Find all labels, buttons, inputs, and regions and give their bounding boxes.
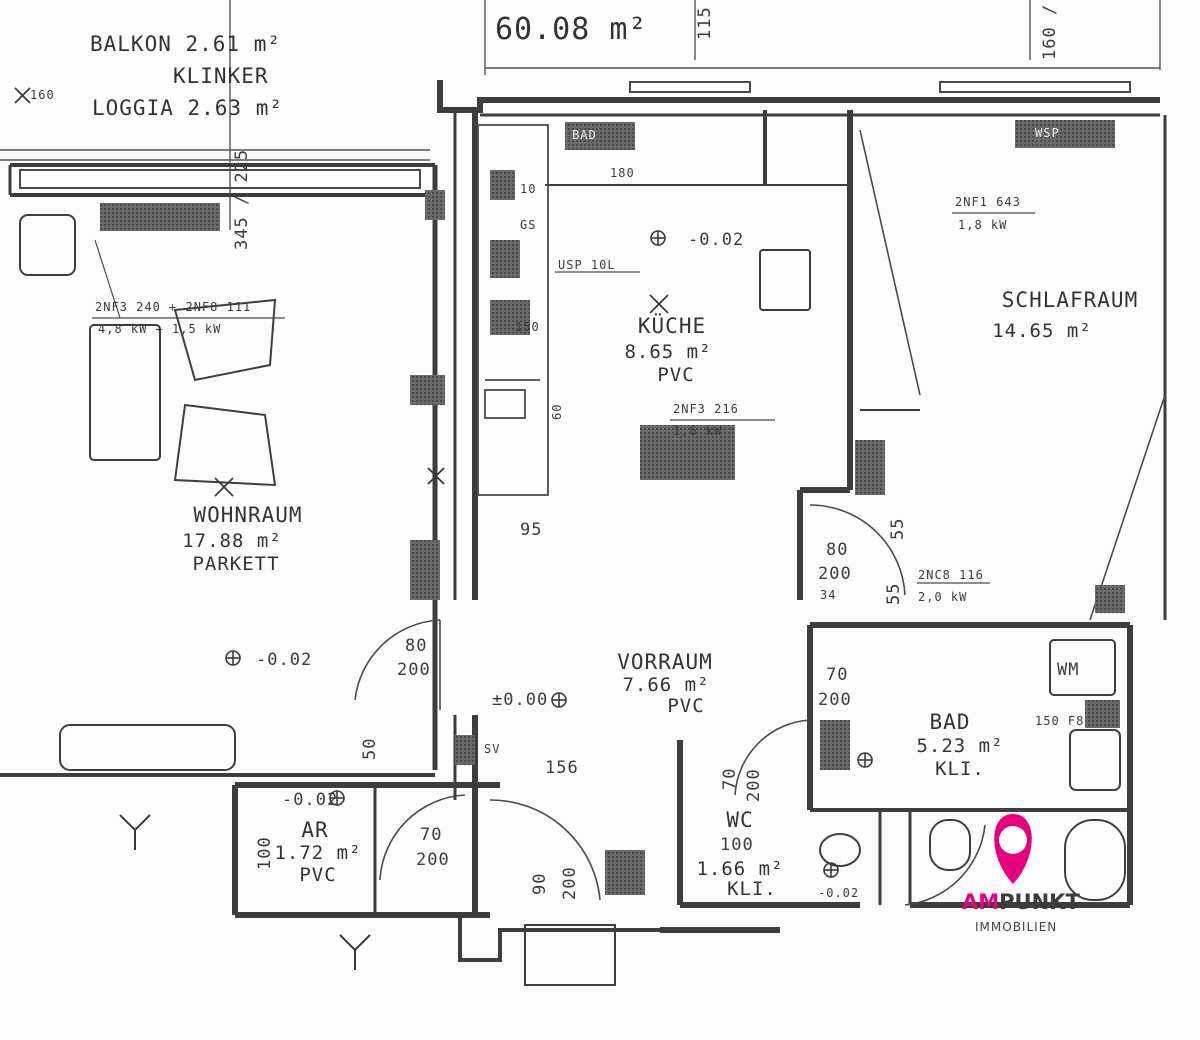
outer-lines <box>0 0 1161 230</box>
bad-floor: KLI. <box>935 758 985 780</box>
ar-floor: PVC <box>299 864 337 886</box>
appliances <box>100 120 1125 895</box>
schlafraum-name: SCHLAFRAUM <box>1001 288 1139 312</box>
ar-area: 1.72 m² <box>274 842 362 864</box>
level-markers <box>225 230 873 878</box>
dim-60: 60 <box>550 403 564 420</box>
dim-10: 10 <box>520 182 537 196</box>
balcony-dim: 345 / 225 <box>232 148 252 250</box>
wc-name: WC <box>726 808 754 832</box>
dim-95: 95 <box>520 520 543 540</box>
dim-90: 90 <box>530 872 550 895</box>
balcony-line-2: KLINKER <box>173 64 269 88</box>
heater-kueche-kw: 1,6 kW <box>673 424 723 438</box>
wohnraum-level: -0.02 <box>256 650 313 670</box>
logo-brand-b: PUNKT <box>999 890 1080 914</box>
vorraum-area: 7.66 m² <box>622 674 710 696</box>
top-dim-1: 115 / <box>695 0 715 40</box>
door-bad-w: 70 <box>826 665 849 685</box>
vorraum-floor: PVC <box>667 695 705 717</box>
bad-name: BAD <box>929 710 971 734</box>
vorraum-name: VORRAUM <box>617 650 713 674</box>
dim-100a: 100 <box>255 836 275 870</box>
usp-label: USP 10L <box>558 258 616 272</box>
wc-level: -0.02 <box>818 886 860 900</box>
schlafraum-area: 14.65 m² <box>992 320 1092 342</box>
door-bad-h: 200 <box>818 690 852 710</box>
door-wr-h: 200 <box>397 660 431 680</box>
door-wc-h: 200 <box>744 768 764 802</box>
door-sr-w: 80 <box>826 540 849 560</box>
door-sr-h: 200 <box>818 564 852 584</box>
kitchen-counter <box>477 124 549 496</box>
logo-wordmark: AMPUNKT <box>962 890 1080 914</box>
dim-156: 156 <box>545 758 579 778</box>
gs-label: GS <box>520 218 537 232</box>
kueche-level: -0.02 <box>688 230 745 250</box>
kueche-floor: PVC <box>657 364 695 386</box>
sv-label: SV <box>484 742 501 756</box>
heater-schlafraum-kw: 1,8 kW <box>958 218 1008 232</box>
vorraum-level: ±0.00 <box>492 690 549 710</box>
logo-subtitle: IMMOBILIEN <box>975 920 1058 934</box>
door-swings <box>354 129 1166 906</box>
wohnraum-name: WOHNRAUM <box>193 503 303 527</box>
heater-wohnraum: 2NF3 240 + 2NF8 111 <box>95 300 252 314</box>
balcony-line-1: BALKON 2.61 m² <box>90 32 282 56</box>
heater-schlafraum: 2NF1 643 <box>955 195 1021 209</box>
light-marks <box>14 87 669 497</box>
door-wr-w: 80 <box>405 636 428 656</box>
wc-floor: KLI. <box>727 878 777 900</box>
wohnraum-area: 17.88 m² <box>182 530 282 552</box>
top-dim-2: 160 / <box>1040 3 1060 60</box>
wc-area: 1.66 m² <box>696 858 784 880</box>
ar-name: AR <box>301 818 329 842</box>
door-ar-h: 200 <box>416 850 450 870</box>
logo-brand-a: AM <box>962 890 1000 914</box>
dim-160: 160 <box>30 88 55 102</box>
dim-180: 180 <box>610 166 635 180</box>
walls <box>0 80 1167 962</box>
dim-200: 200 <box>560 866 580 900</box>
total-area-label: 60.08 m² <box>495 12 648 47</box>
heater-bad-kw: 2,0 kW <box>918 590 968 604</box>
leader-lines <box>92 212 1035 584</box>
heater-kueche: 2NF3 216 <box>673 402 739 416</box>
kueche-name: KÜCHE <box>637 314 707 338</box>
bad-fixture-label: BAD <box>572 128 597 142</box>
furniture <box>19 214 1126 986</box>
wm-label: WM <box>1057 660 1080 680</box>
wohnraum-floor: PARKETT <box>192 553 280 575</box>
dim-150a: 150 <box>515 320 540 334</box>
dim-55a: 55 <box>888 517 908 540</box>
dim-55b: 55 <box>884 582 904 605</box>
dim-150b: 150 F8 <box>1035 714 1085 728</box>
door-ar-w: 70 <box>420 825 443 845</box>
dim-34: 34 <box>820 588 837 602</box>
heater-bad: 2NC8 116 <box>918 568 984 582</box>
ampunkt-logo-icon <box>994 814 1032 884</box>
balcony-line-3: LOGGIA 2.63 m² <box>92 96 284 120</box>
dim-50: 50 <box>360 737 380 760</box>
door-wc-w: 70 <box>720 767 740 790</box>
ar-level: -0.02 <box>282 790 339 810</box>
heater-wohnraum-kw: 4,8 kW + 1,5 kW <box>98 322 222 336</box>
kueche-area: 8.65 m² <box>624 341 712 363</box>
wsp-label: WSP <box>1035 126 1060 140</box>
direction-marks <box>119 814 371 970</box>
dim-100b: 100 <box>720 835 754 855</box>
windows <box>19 81 1131 189</box>
bad-area: 5.23 m² <box>916 735 1004 757</box>
